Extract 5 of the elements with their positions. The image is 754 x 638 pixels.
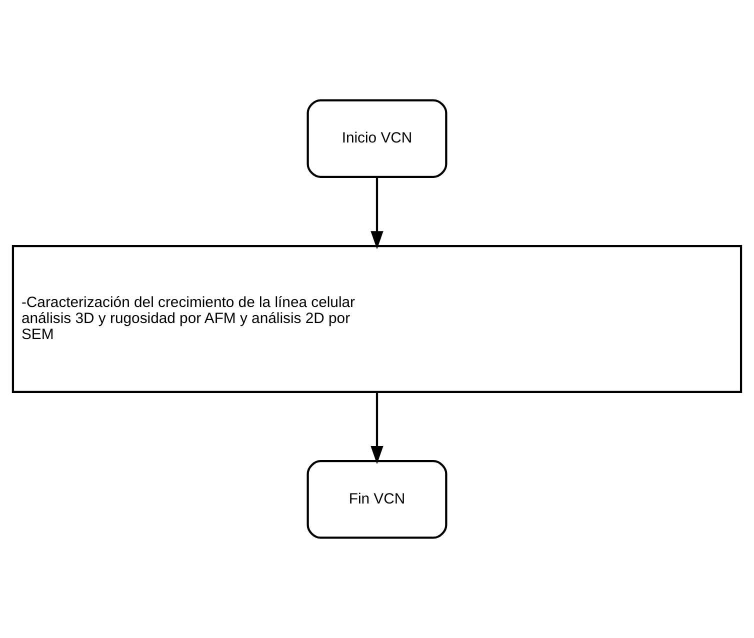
arrow bbox=[370, 177, 384, 250]
node-box: Inicio VCN bbox=[306, 99, 448, 178]
arrow bbox=[370, 392, 384, 464]
node-box: Fin VCN bbox=[306, 460, 448, 539]
node-box: -Caracterización del crecimiento de la línea celular análisis 3D y rugosidad por AFM y análisis 2D por SEM bbox=[12, 245, 742, 393]
